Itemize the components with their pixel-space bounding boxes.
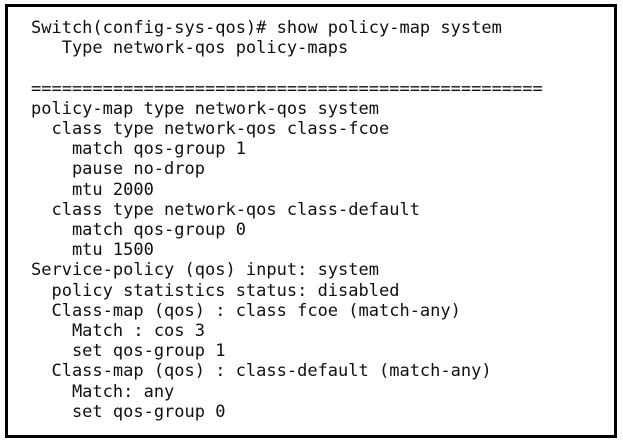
terminal-line: ========================================… [31, 78, 543, 99]
terminal-line: policy statistics status: disabled [31, 280, 400, 301]
terminal-line: set qos-group 1 [31, 341, 226, 362]
terminal-line: set qos-group 0 [31, 401, 226, 422]
terminal-line: class type network-qos class-fcoe [31, 119, 390, 140]
terminal-line: policy-map type network-qos system [31, 98, 379, 119]
terminal-line: Match : cos 3 [31, 321, 205, 342]
terminal-line: Class-map (qos) : class-default (match-a… [31, 361, 492, 382]
terminal-line: mtu 1500 [31, 240, 154, 261]
terminal-line: class type network-qos class-default [31, 199, 420, 220]
terminal-line: Service-policy (qos) input: system [31, 260, 379, 281]
terminal-line: Switch(config-sys-qos)# show policy-map … [31, 18, 502, 38]
terminal-line: pause no-drop [31, 159, 205, 180]
terminal-line: Match: any [31, 381, 175, 402]
terminal-line: mtu 2000 [31, 179, 154, 200]
terminal-frame: Switch(config-sys-qos)# show policy-map … [5, 4, 617, 438]
terminal-line: match qos-group 1 [31, 139, 246, 160]
terminal-output-text: Switch(config-sys-qos)# show policy-map … [31, 18, 543, 422]
terminal-line: match qos-group 0 [31, 220, 246, 241]
terminal-line: Type network-qos policy-maps [31, 38, 349, 59]
terminal-line [31, 58, 543, 78]
terminal-line: Class-map (qos) : class fcoe (match-any) [31, 300, 461, 321]
